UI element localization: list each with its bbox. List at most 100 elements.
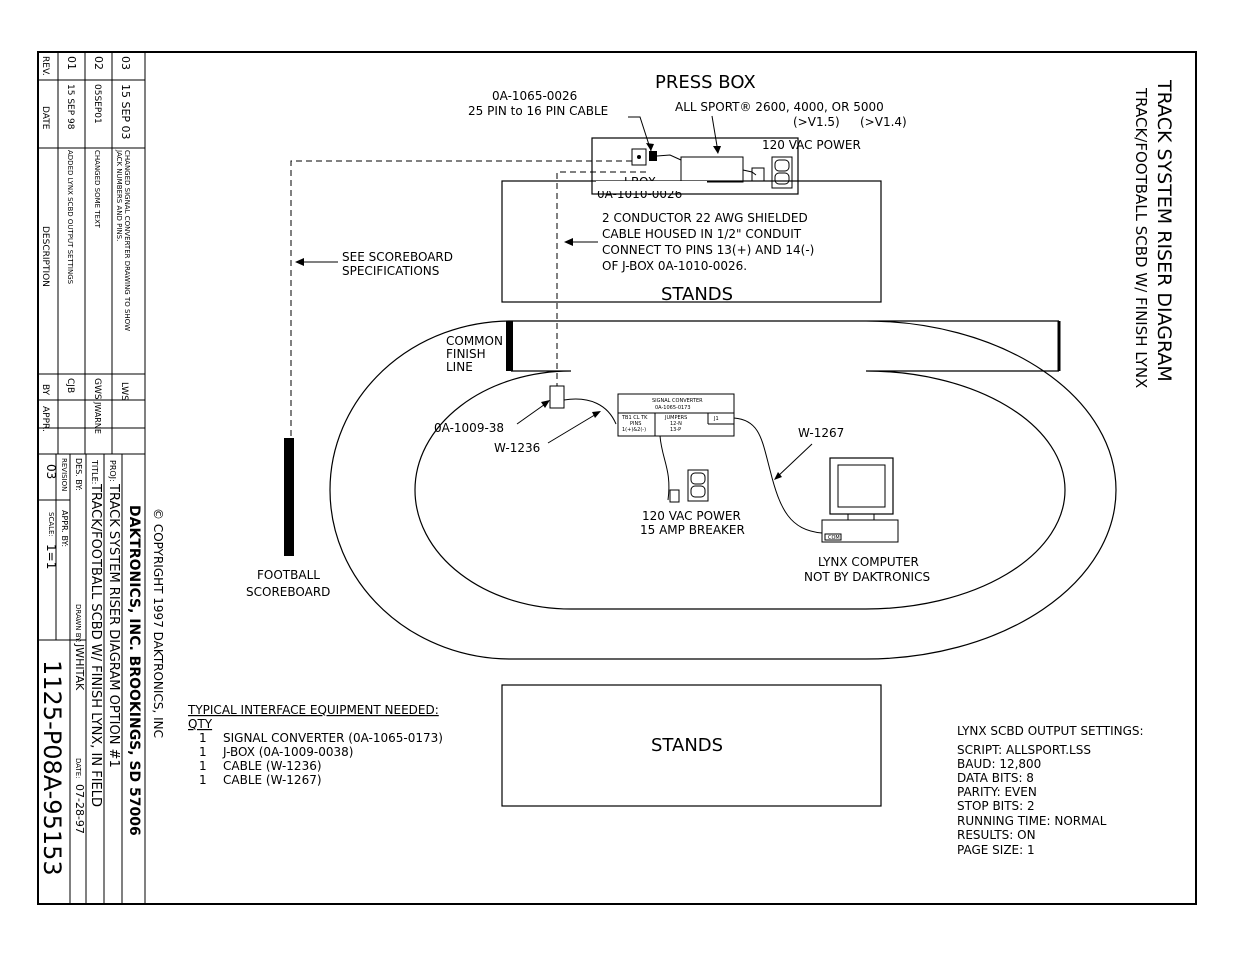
revision-block: REV. DATE DESCRIPTION BY APPR. 03 15 SEP… — [37, 52, 146, 904]
computer-com-port: COM — [828, 535, 840, 541]
settings-line: RESULTS: ON — [957, 828, 1036, 842]
rev-row-03-by: LWS — [119, 382, 129, 401]
rev-row-02-appr: JWARNE — [93, 401, 102, 434]
signal-converter-part: 0A-1065-0173 — [655, 405, 691, 411]
finish-line-1: COMMON — [446, 334, 503, 348]
w1267-label: W-1267 — [798, 426, 844, 440]
rev-header-by: BY — [40, 384, 50, 396]
rev-row-03-rev: 03 — [119, 56, 132, 70]
track-outer — [329, 320, 1117, 660]
football-label-1: FOOTBALL — [257, 568, 320, 582]
stands-bottom-label: STANDS — [651, 735, 723, 756]
equipment-item-qty: 1 — [199, 731, 207, 745]
equipment-item-desc: J-BOX (0A-1009-0038) — [222, 745, 353, 759]
equipment-item-desc: CABLE (W-1267) — [223, 773, 322, 787]
cable-desc-label: 25 PIN to 16 PIN CABLE — [468, 104, 608, 118]
settings-line: PAGE SIZE: 1 — [957, 843, 1035, 857]
rev-row-02-by: GWS — [92, 378, 102, 400]
equipment-qty-header: QTY — [188, 717, 213, 731]
date-value: 07-28-97 — [73, 784, 86, 834]
signal-converter-title: SIGNAL CONVERTER — [652, 398, 703, 404]
see-scbd-line-1: SEE SCOREBOARD — [342, 250, 453, 264]
settings-line: SCRIPT: ALLSPORT.LSS — [957, 743, 1091, 757]
outlet-top — [771, 156, 793, 189]
settings-heading: LYNX SCBD OUTPUT SETTINGS: — [957, 724, 1144, 738]
signal-converter-pin-values: 1(+)&2(-) — [622, 427, 646, 433]
press-box-label: PRESS BOX — [655, 72, 756, 93]
settings-line: BAUD: 12,800 — [957, 757, 1041, 771]
see-scbd-line-2: SPECIFICATIONS — [342, 264, 439, 278]
rev-header-date: DATE — [40, 106, 50, 130]
date-label: DATE: — [74, 758, 82, 779]
lynx-settings: LYNX SCBD OUTPUT SETTINGS: SCRIPT: ALLSP… — [957, 724, 1144, 857]
track-inner — [414, 370, 1066, 610]
equipment-item-desc: SIGNAL CONVERTER (0A-1065-0173) — [223, 731, 443, 745]
rev-row-02-description: CHANGED SOME TEXT — [93, 150, 101, 229]
title-group: TRACK SYSTEM RISER DIAGRAM TRACK/FOOTBAL… — [1132, 79, 1175, 388]
power-label-top: 120 VAC POWER — [762, 138, 861, 152]
des-label: DES. BY: — [74, 458, 83, 491]
power-field-2: 15 AMP BREAKER — [640, 523, 745, 537]
rev-row-01-rev: 01 — [65, 56, 78, 70]
rev-header-appr: APPR. — [40, 406, 50, 432]
title-label: TITLE: — [90, 459, 99, 484]
equipment-heading: TYPICAL INTERFACE EQUIPMENT NEEDED: — [187, 703, 439, 717]
rev-header-description: DESCRIPTION — [40, 226, 50, 287]
jbox-device — [631, 148, 647, 166]
w1236-label: W-1236 — [494, 441, 540, 455]
signal-converter-tb: TB1 CL TK — [621, 415, 648, 421]
field-jbox — [549, 385, 565, 409]
outlet-field — [687, 469, 709, 502]
lynx-label-2: NOT BY DAKTRONICS — [804, 570, 930, 584]
company-block: DAKTRONICS, INC. BROOKINGS, SD 57006 PRO… — [38, 454, 142, 904]
appr-label: APPR. BY: — [60, 510, 69, 547]
equipment-item-qty: 1 — [199, 773, 207, 787]
rev-row-01-description: ADDED LYNX SCBD OUTPUT SETTINGS — [66, 150, 74, 285]
version-2: (>V1.4) — [860, 115, 907, 129]
company-name: DAKTRONICS, INC. BROOKINGS, SD 57006 — [126, 505, 142, 836]
allsport-controller — [680, 156, 744, 183]
finish-line-2: FINISH — [446, 347, 486, 361]
football-label-2: SCOREBOARD — [246, 585, 330, 599]
stands-bottom — [501, 684, 882, 807]
press-box — [591, 137, 799, 195]
scale-value: 1=1 — [44, 544, 58, 569]
rev-row-01-by: CJB — [65, 378, 75, 393]
conductor-line-2: CABLE HOUSED IN 1/2" CONDUIT — [602, 227, 802, 241]
signal-converter-pins: PINS — [630, 421, 641, 427]
lynx-computer: COM — [821, 457, 899, 543]
settings-line: STOP BITS: 2 — [957, 799, 1035, 813]
conductor-line-1: 2 CONDUCTOR 22 AWG SHIELDED — [602, 211, 808, 225]
proj-label: PROJ: — [108, 460, 117, 482]
cable-part-label: 0A-1065-0026 — [492, 89, 577, 103]
equipment-item-qty: 1 — [199, 759, 207, 773]
settings-line: PARITY: EVEN — [957, 785, 1037, 799]
conduit-to-jbox — [556, 171, 646, 386]
signal-converter-jumper-1: 12-N — [670, 421, 682, 427]
drawn-label: DRAWN BY: — [74, 604, 82, 643]
conduit-to-scoreboard — [290, 160, 632, 438]
equipment-item-qty: 1 — [199, 745, 207, 759]
title-value: TRACK/FOOTBALL SCBD W/ FINISH LYNX, IN F… — [88, 483, 103, 807]
sheet-border — [37, 51, 1197, 905]
part-1009-label: 0A-1009-38 — [434, 421, 504, 435]
allsport-label: ALL SPORT® 2600, 4000, OR 5000 — [675, 100, 884, 114]
revision-label: REVISION — [60, 458, 68, 491]
copyright-text: © COPYRIGHT 1997 DAKTRONICS, INC — [151, 508, 165, 738]
signal-converter — [617, 393, 735, 437]
drawing-subtitle: TRACK/FOOTBALL SCBD W/ FINISH LYNX — [1132, 87, 1150, 388]
power-field-1: 120 VAC POWER — [642, 509, 741, 523]
football-scoreboard — [284, 438, 294, 556]
settings-line: RUNNING TIME: NORMAL — [957, 814, 1107, 828]
rev-row-03-description: CHANGED SIGNAL CONVERTER DRAWING TO SHOW — [123, 150, 131, 331]
rev-header-rev: REV. — [40, 56, 50, 76]
rev-row-01-date: 15 SEP 98 — [65, 84, 75, 130]
proj-value: TRACK SYSTEM RISER DIAGRAM OPTION #1 — [106, 483, 121, 768]
rev-row-03-date: 15 SEP 03 — [119, 84, 132, 140]
lynx-label-1: LYNX COMPUTER — [818, 555, 919, 569]
scale-label: SCALE: — [47, 512, 55, 537]
settings-line: DATA BITS: 8 — [957, 771, 1034, 785]
conductor-line-4: OF J-BOX 0A-1010-0026. — [602, 259, 747, 273]
signal-converter-jumper-2: 13-P — [670, 427, 681, 433]
drawing-number: 1125-P08A-95153 — [38, 660, 66, 876]
